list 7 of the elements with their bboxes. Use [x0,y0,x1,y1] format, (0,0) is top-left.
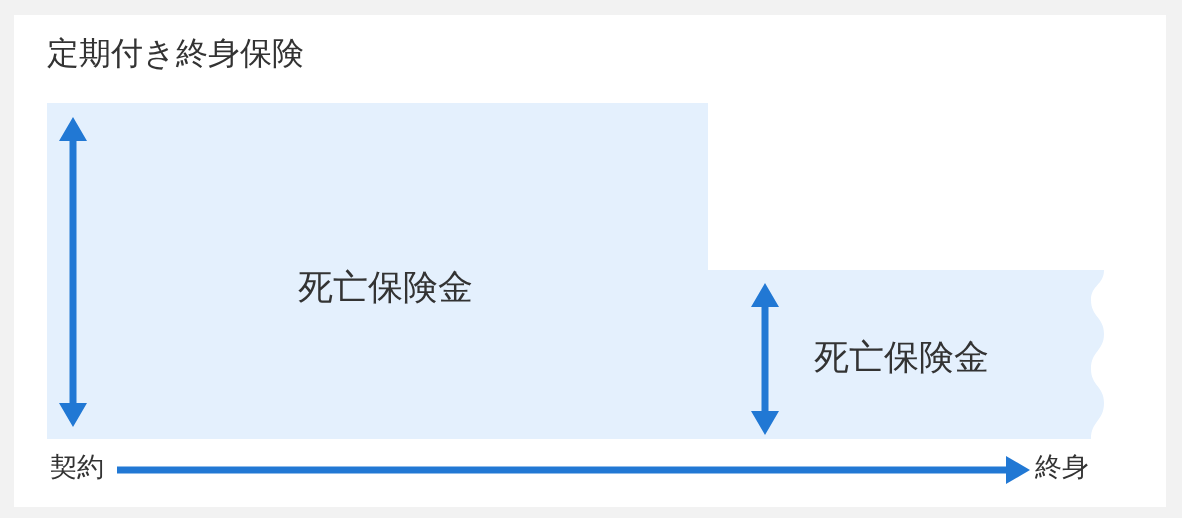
benefit-area [47,103,708,439]
benefit-label: 死亡保険金 [813,336,989,378]
timeline-label: 契約 [50,450,104,484]
timeline-label: 終身 [1035,450,1089,484]
benefit-label: 死亡保険金 [297,266,473,308]
benefit-band [708,270,1105,439]
title: 定期付き終身保険 [47,34,304,73]
